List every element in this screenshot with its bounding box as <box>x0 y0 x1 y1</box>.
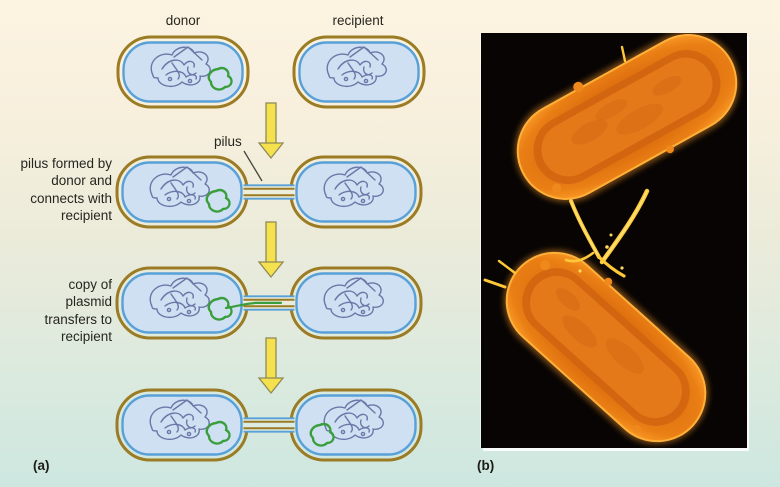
pilus-callout-label: pilus <box>214 134 242 149</box>
down-arrow-3 <box>258 337 284 394</box>
step3-cells <box>115 266 423 340</box>
pilus-tube-step2 <box>243 184 295 200</box>
panel-b-micrograph <box>481 33 747 448</box>
panel-a-diagram <box>115 35 426 462</box>
transferring-plasmid-strand <box>224 301 283 310</box>
step1-cells <box>116 35 426 109</box>
step2-cells <box>115 150 423 229</box>
down-arrow-1 <box>258 102 284 159</box>
panel-b-label: (b) <box>477 458 495 473</box>
connecting-pili <box>483 45 650 289</box>
donor-header: donor <box>165 13 201 28</box>
panel-a-label: (a) <box>33 458 50 473</box>
recipient-header: recipient <box>332 13 384 28</box>
step2-caption: pilus formed by donor and connects with … <box>20 156 112 223</box>
lower-bacterium <box>503 249 709 445</box>
pilus-callout-line <box>243 150 263 182</box>
step3-caption: copy of plasmid transfers to recipient <box>44 277 112 344</box>
upper-bacterium <box>514 33 740 203</box>
step4-cells <box>115 388 423 462</box>
pilus-tube-step4 <box>243 417 295 433</box>
down-arrow-2 <box>258 221 284 278</box>
